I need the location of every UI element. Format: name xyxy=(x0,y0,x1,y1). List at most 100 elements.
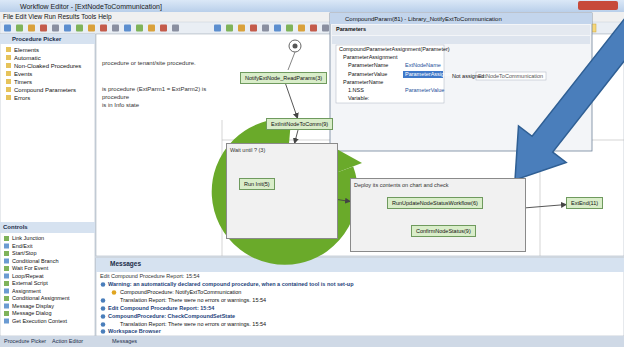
message-text: ExtNodeToCommunication xyxy=(478,74,543,80)
message-text: Messages xyxy=(110,261,141,268)
message-icon xyxy=(101,306,106,311)
dialog-text: Variable: xyxy=(348,96,369,102)
dialog-title-bar xyxy=(330,13,592,24)
tool-icon xyxy=(16,25,23,32)
message-icon xyxy=(101,282,106,287)
tool-icon xyxy=(148,25,155,32)
ui-text: Procedure Picker xyxy=(12,36,61,42)
dialog-text: ParameterName xyxy=(348,63,388,69)
control-icon xyxy=(4,274,9,279)
tree-icon xyxy=(6,95,11,100)
control-icon xyxy=(4,311,9,316)
window-buttons xyxy=(578,1,618,10)
control-icon xyxy=(4,289,9,294)
message-text: Translation Report: There were no errors… xyxy=(120,322,266,328)
ui-text: File Edit View Run Results Tools Help xyxy=(3,14,112,21)
tool-icon xyxy=(262,25,269,32)
message-text: CompoundProcedure: CheckCompoundSetState xyxy=(108,314,235,320)
tab-label: Messages xyxy=(112,339,137,345)
ui-text: Workflow Editor - [ExtNodeToCommunicatio… xyxy=(20,3,162,10)
tool-icon xyxy=(100,25,107,32)
tool-icon xyxy=(136,25,143,32)
control-icon xyxy=(4,266,9,271)
group-heading: Wait until ? (3) xyxy=(230,147,334,153)
ui-text: Start/Stop xyxy=(12,251,36,257)
ui-text: Events xyxy=(14,71,32,77)
panel-header xyxy=(0,222,95,233)
tree-icon xyxy=(6,79,11,84)
activity-box: NotifyExtNode_ReadParams(3) xyxy=(240,72,327,84)
tool-icon xyxy=(124,25,131,32)
connector xyxy=(295,130,298,143)
control-icon xyxy=(4,236,9,241)
tab-label: Procedure Picker xyxy=(4,339,46,345)
ui-text: Compound Parameters xyxy=(14,87,76,93)
tool-icon xyxy=(112,25,119,32)
message-text: Warning: an automatically declared compo… xyxy=(108,282,354,288)
message-panel xyxy=(96,258,624,336)
tool-icon xyxy=(160,25,167,32)
message-text: Edit Compound Procedure Report: 15:54 xyxy=(108,306,214,312)
tool-icon xyxy=(286,25,293,32)
tool-icon xyxy=(52,25,59,32)
group-box: Wait until ? (3)Run Init(5) xyxy=(226,143,338,239)
panel-header xyxy=(96,258,624,272)
tree-icon xyxy=(6,63,11,68)
message-icon xyxy=(112,290,117,295)
control-icon xyxy=(4,251,9,256)
activity-label: NotifyExtNode_ReadParams(3) xyxy=(245,75,322,81)
activity-box: ExtEnd(11) xyxy=(566,197,603,209)
dialog-text: Parameters xyxy=(336,27,366,33)
activity-label: ConfirmNodeStatus(9) xyxy=(416,228,471,234)
tab-label: Action Editor xyxy=(52,339,83,345)
start-dot xyxy=(293,44,298,49)
tool-icon xyxy=(76,25,83,32)
control-icon xyxy=(4,259,9,264)
ui-text: Controls xyxy=(3,224,28,230)
title-bar xyxy=(0,0,624,12)
refresh-arrow xyxy=(225,132,345,252)
connector xyxy=(286,84,298,118)
ui-text: Loop/Repeat xyxy=(12,274,44,280)
control-icon xyxy=(4,296,9,301)
ui-text: External Script xyxy=(12,281,48,287)
dialog-toolbar xyxy=(332,36,590,44)
connector xyxy=(526,205,566,208)
pointer-arrow xyxy=(515,12,624,180)
tool-icon xyxy=(40,25,47,32)
ui-text: Non-Cloaked Procedures xyxy=(14,63,81,69)
message-icon xyxy=(101,314,106,319)
message-text: Translation Report: There were no errors… xyxy=(120,298,266,304)
connector xyxy=(338,200,350,202)
tool-icon xyxy=(28,25,35,32)
ui-text: End/Exit xyxy=(12,244,32,250)
ui-text: Message Dialog xyxy=(12,311,51,317)
start-line xyxy=(288,52,295,70)
tab-label: Workspace Browser xyxy=(108,329,161,335)
tool-icon xyxy=(4,25,11,32)
message-text: Edit Compound Procedure Report: 15:54 xyxy=(100,274,200,280)
tool-icon xyxy=(226,25,233,32)
tree-icon xyxy=(6,87,11,92)
ui-text: Automatic xyxy=(14,55,41,61)
tree-icon xyxy=(6,55,11,60)
tool-icon xyxy=(322,25,329,32)
message-icon xyxy=(101,329,106,334)
ui-text: Conditional Assignment xyxy=(12,296,69,302)
tool-icon xyxy=(310,25,317,32)
dialog-text: CompoundParameterAssignment(Parameter) xyxy=(339,47,450,53)
ui-text: Conditional Branch xyxy=(12,259,58,265)
ui-text: Assignment xyxy=(12,289,41,295)
ui-text: is in Info state xyxy=(102,102,139,108)
message-text: CompoundProcedure: NotifyExtToCommunicat… xyxy=(120,290,241,296)
ui-text: Wait For Event xyxy=(12,266,48,272)
left-panel xyxy=(0,34,95,336)
control-icon xyxy=(4,244,9,249)
ui-text: Errors xyxy=(14,95,30,101)
status-bar xyxy=(0,336,624,347)
activity-box: ConfirmNodeStatus(9) xyxy=(411,225,476,237)
ui-text: procedure xyxy=(102,94,129,100)
message-icon xyxy=(101,322,106,327)
ui-text: Message Display xyxy=(12,304,54,310)
